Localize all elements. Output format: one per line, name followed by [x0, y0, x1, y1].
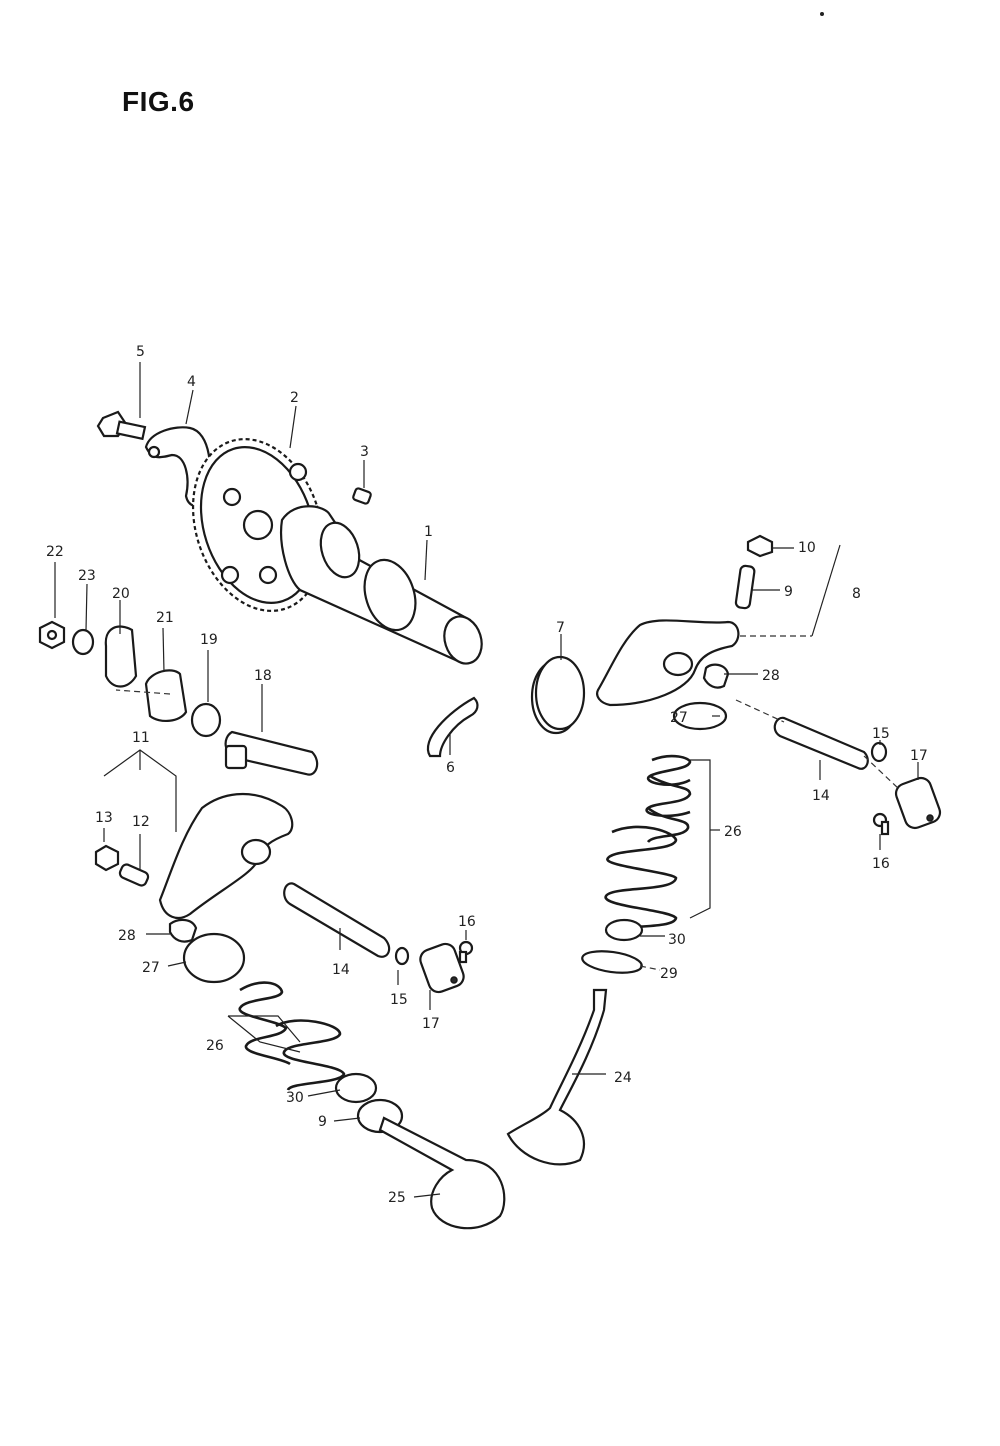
retainer-part-27: [182, 932, 246, 984]
callout-3: 3: [360, 444, 369, 460]
spring-holder-part-21: [144, 669, 188, 722]
adjuster-screw-part-9: [734, 564, 756, 610]
valve-part-24: [506, 988, 608, 1166]
callout-24: 24: [614, 1070, 632, 1086]
o-ring-part-15: [394, 946, 410, 966]
callout-14b: 14: [332, 962, 350, 978]
plate-part-20: [104, 625, 138, 688]
cap-part-28: [168, 918, 198, 943]
valve-part-25: [378, 1116, 506, 1230]
leader-lines: [54, 362, 919, 1198]
callout-25: 25: [388, 1190, 406, 1206]
o-ring-part-15: [870, 741, 888, 763]
seat-part-29: [581, 950, 643, 974]
washer-part-23: [71, 628, 95, 656]
callout-1: 1: [424, 524, 433, 540]
shaft-part-14: [283, 882, 391, 958]
plug-part-17: [419, 942, 465, 994]
plug-part-17: [894, 776, 942, 830]
callout-16a: 16: [872, 856, 890, 872]
rocker-arm-part-8: [596, 619, 740, 707]
callout-8: 8: [852, 586, 861, 602]
callout-11: 11: [132, 730, 150, 746]
callout-27b: 27: [142, 960, 160, 976]
camshaft-part-1: [280, 505, 483, 665]
callout-16b: 16: [458, 914, 476, 930]
callout-28b: 28: [118, 928, 136, 944]
shaft-part-14: [773, 716, 869, 770]
screw-part-12: [118, 863, 150, 887]
callout-15a: 15: [872, 726, 890, 742]
callout-28a: 28: [762, 668, 780, 684]
nut-part-13: [94, 844, 120, 872]
callout-29: 29: [660, 966, 678, 982]
nut-part-10: [746, 534, 774, 558]
nut-part-22: [38, 620, 66, 650]
callout-17a: 17: [910, 748, 928, 764]
callout-labels: 1 2 3 4 5 6 7 8 9 10 11 12 13 14 15 16 1…: [46, 344, 928, 1206]
shaft-part-18: [224, 730, 319, 776]
callout-7: 7: [556, 620, 565, 636]
callout-23: 23: [78, 568, 96, 584]
collar-part-30: [334, 1072, 378, 1104]
bolt-part-16: [458, 940, 474, 964]
callout-14a: 14: [812, 788, 830, 804]
callout-13: 13: [95, 810, 113, 826]
callout-9a: 9: [784, 584, 793, 600]
callout-30b: 30: [286, 1090, 304, 1106]
callout-27a: 27: [670, 710, 688, 726]
bearing-part-19: [190, 702, 222, 738]
callout-26a: 26: [724, 824, 742, 840]
callout-5: 5: [136, 344, 145, 360]
retainer-part-27: [672, 701, 728, 731]
spring-set-part-26: [238, 981, 346, 1091]
rocker-arm-part-11: [158, 792, 294, 919]
callout-30a: 30: [668, 932, 686, 948]
callout-21: 21: [156, 610, 174, 626]
bolt-part-16: [872, 812, 890, 836]
shim-part-7: [530, 655, 586, 735]
callout-4: 4: [187, 374, 196, 390]
callout-15b: 15: [390, 992, 408, 1008]
callout-9b: 9: [318, 1114, 327, 1130]
callout-10: 10: [798, 540, 816, 556]
pin-part-3: [352, 487, 372, 505]
callout-20: 20: [112, 586, 130, 602]
bolt-part-5: [96, 410, 147, 441]
collar-part-30: [604, 918, 644, 942]
spring-set-part-26: [604, 754, 692, 934]
callout-26b: 26: [206, 1038, 224, 1054]
callout-12: 12: [132, 814, 150, 830]
callout-17b: 17: [422, 1016, 440, 1032]
callout-19: 19: [200, 632, 218, 648]
clip-part-6: [427, 696, 479, 758]
callout-18: 18: [254, 668, 272, 684]
cap-part-28: [702, 663, 730, 689]
callout-6: 6: [446, 760, 455, 776]
figure-title: FIG.6: [122, 86, 195, 117]
callout-22: 22: [46, 544, 64, 560]
speck-mark: [820, 12, 824, 16]
callout-2: 2: [290, 390, 299, 406]
